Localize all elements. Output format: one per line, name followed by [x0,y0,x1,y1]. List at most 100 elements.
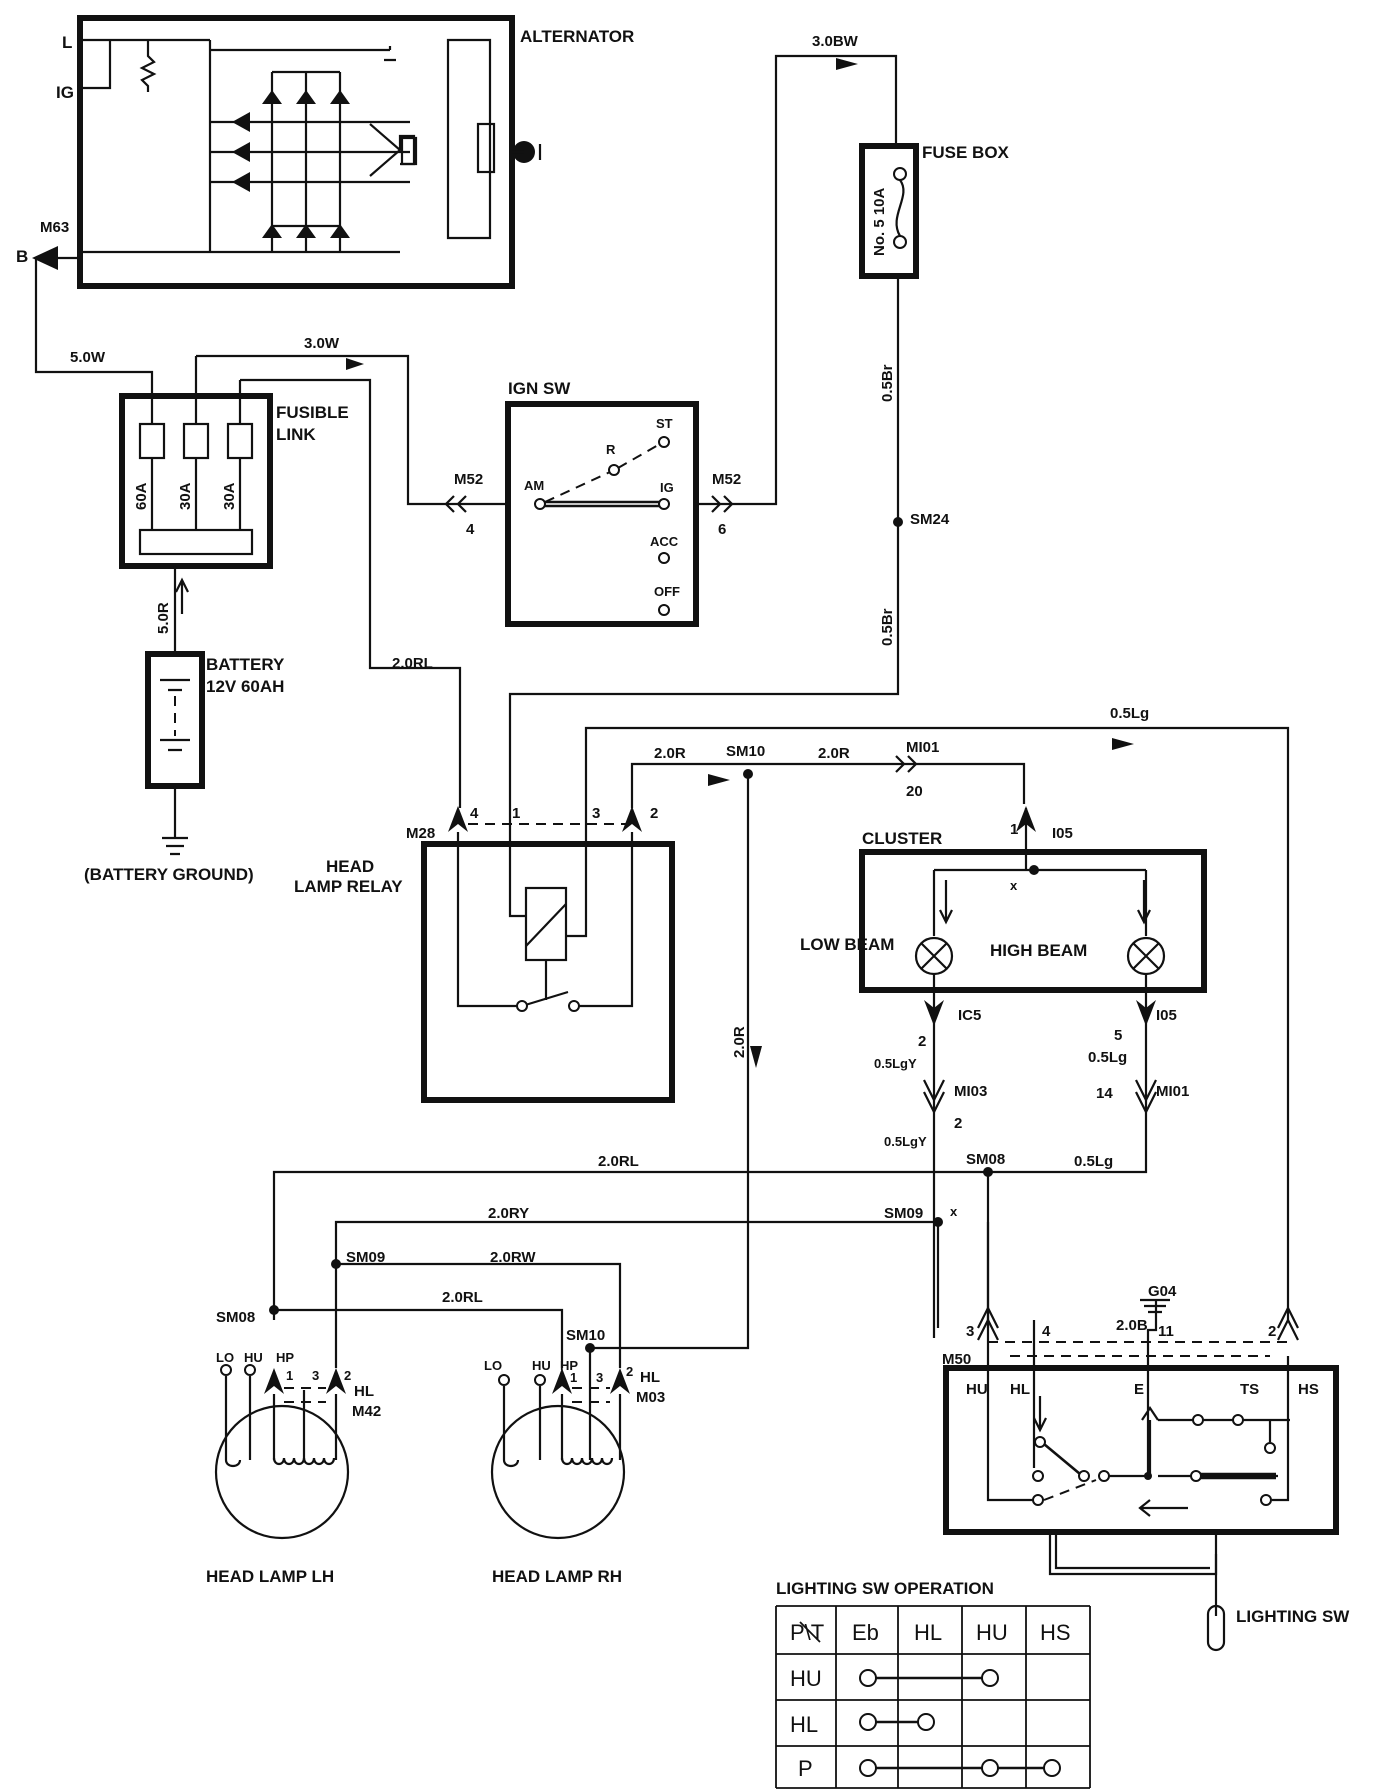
wire-label-2-0r-vert: 2.0R [731,1026,748,1058]
head-lamp-lh-title: HEAD LAMP LH [206,1567,334,1586]
ign-sw-am: AM [524,478,544,493]
lighting-sw-e: E [1134,1381,1144,1398]
splice-sm10-rh: SM10 [566,1327,605,1344]
wire-label-0-5lg-a: 0.5Lg [1088,1049,1127,1066]
fusible-link: FUSIBLE LINK 60A 30A 30A [119,356,349,569]
wire-label-0-5lgy-a: 0.5LgY [874,1056,917,1071]
lighting-sw-pin-4: 4 [1042,1323,1051,1340]
lighting-sw-connector: M50 [942,1351,971,1368]
wire-label-5-0r: 5.0R [155,602,172,634]
battery: 5.0R BATTERY 12V 60AH (BATTERY GROUND) [84,566,285,884]
ic5-pin: 2 [918,1033,926,1050]
lighting-sw-operation-table: LIGHTING SW OPERATION P\T Eb HL HU HS HU… [775,1579,1091,1789]
head-lamp-relay-pin-3: 3 [592,805,600,822]
ign-sw-acc: ACC [650,534,679,549]
cluster: CLUSTER 1 I05 x LOW BEAM HIGH BEAM [800,806,1207,993]
ign-sw-ig: IG [660,480,674,495]
lh-pin-3: 3 [312,1368,319,1383]
wire-label-2-0b: 2.0B [1116,1317,1148,1334]
lighting-sw-pin-3: 3 [966,1323,974,1340]
cluster-title: CLUSTER [862,829,942,848]
rh-hl: HL [640,1369,660,1386]
i05-top: I05 [1052,825,1073,842]
battery-title-2: 12V 60AH [206,677,284,696]
i05-right-pin: 5 [1114,1027,1122,1044]
wire-label-2-0rl-lamp: 2.0RL [442,1289,483,1306]
ic5: IC5 [958,1007,981,1024]
lighting-sw-ground: G04 [1148,1283,1177,1300]
lighting-sw-pin-11: 11 [1158,1323,1174,1340]
rh-pin-3: 3 [596,1370,603,1385]
mi01-right: MI01 [1156,1083,1189,1100]
fusible-link-60a: 60A [133,482,150,510]
cluster-x: x [1010,878,1018,893]
ign-sw-conn-left: M52 [454,471,483,488]
ign-sw-conn-left-pin: 4 [466,521,475,538]
lh-hp: HP [276,1350,294,1365]
cluster-high-beam: HIGH BEAM [990,941,1087,960]
fusible-link-title-2: LINK [276,425,316,444]
table-row-hl-label: HL [790,1712,818,1737]
lh-pin-1: 1 [286,1368,293,1383]
lh-hu: HU [244,1350,263,1365]
lighting-sw-ts: TS [1240,1381,1259,1398]
fuse-box-fuse: No. 5 10A [871,187,888,256]
wire-label-3-0bw: 3.0BW [812,33,859,50]
wire-label-2-0rl-main: 2.0RL [598,1153,639,1170]
ignition-switch: IGN SW ST R IG ACC OFF AM M52 4 M52 6 [444,379,744,627]
splice-sm10-top: SM10 [726,743,765,760]
rh-hu: HU [532,1358,551,1373]
lighting-sw-hu: HU [966,1381,988,1398]
wire-label-0-5lg-b: 0.5Lg [1074,1153,1113,1170]
wire-label-2-0rl-relay: 2.0RL [392,655,433,672]
head-lamp-rh-title: HEAD LAMP RH [492,1567,622,1586]
lighting-switch: LIGHTING SW M50 HU HL E TS HS 3 4 11 2 G… [942,1283,1350,1652]
fusible-link-30a-1: 30A [177,482,194,510]
lh-hl: HL [354,1383,374,1400]
head-lamp-relay-pin-4: 4 [470,805,479,822]
head-lamp-lh: HEAD LAMP LH LO HU HP HL 1 3 2 M42 [206,1350,381,1586]
splice-sm08-right: SM08 [966,1151,1005,1168]
battery-title-1: BATTERY [206,655,285,674]
fuse-box-title: FUSE BOX [922,143,1010,162]
i05-top-pin: 1 [1010,821,1018,838]
ign-sw-r: R [606,442,616,457]
alternator-pin-l: L [62,33,72,52]
mi01-right-pin: 14 [1096,1085,1113,1102]
ign-sw-title: IGN SW [508,379,571,398]
ign-sw-off: OFF [654,584,680,599]
splice-sm08-left: SM08 [216,1309,255,1326]
lighting-sw-hs: HS [1298,1381,1319,1398]
wire-label-3-0w: 3.0W [304,335,340,352]
alternator-connector: M63 [40,219,69,236]
lighting-sw-hl: HL [1010,1381,1030,1398]
alternator-pin-b: B [16,247,28,266]
lh-pin-2: 2 [344,1368,351,1383]
wire-label-5-0w: 5.0W [70,349,106,366]
rh-pin-1: 1 [570,1370,577,1385]
table-row-hu-label: HU [790,1666,822,1691]
alternator: ALTERNATOR L IG M63 B [16,15,634,289]
lh-connector: M42 [352,1403,381,1420]
table-header-hs: HS [1040,1620,1071,1645]
table-header-hl: HL [914,1620,942,1645]
lighting-sw-title: LIGHTING SW [1236,1607,1350,1626]
head-lamp-relay-pin-1: 1 [512,805,520,822]
wire-label-0-5br-b: 0.5Br [879,608,896,646]
mi03: MI03 [954,1083,987,1100]
wire-label-0-5lgy-b: 0.5LgY [884,1134,927,1149]
cluster-low-beam: LOW BEAM [800,935,894,954]
lighting-sw-pin-2: 2 [1268,1323,1276,1340]
operation-table-title: LIGHTING SW OPERATION [776,1579,994,1598]
ign-sw-conn-right-pin: 6 [718,521,726,538]
splice-sm09-right: SM09 [884,1205,923,1222]
rh-pin-2: 2 [626,1364,633,1379]
fusible-link-30a-2: 30A [221,482,238,510]
mi03-pin: 2 [954,1115,962,1132]
battery-ground: (BATTERY GROUND) [84,865,254,884]
sm09-x: x [950,1204,958,1219]
fuse-box: FUSE BOX No. 5 10A [859,143,1010,279]
rh-connector: M03 [636,1389,665,1406]
fusible-link-title-1: FUSIBLE [276,403,349,422]
